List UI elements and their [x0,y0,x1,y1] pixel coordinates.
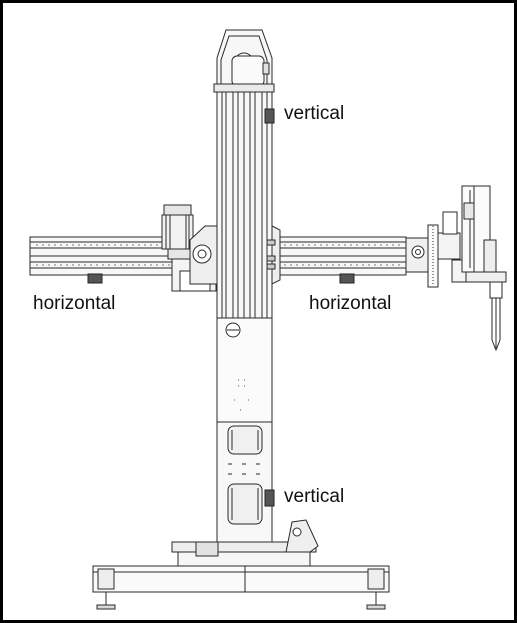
label-vertical-bottom: vertical [284,486,345,507]
label-horizontal-left: horizontal [33,293,116,314]
base-platform [92,519,390,593]
welding-head [405,185,507,352]
horizontal-axis-marker-right [339,273,355,284]
horizontal-axis-marker-left [87,273,103,284]
vertical-axis-marker-top [264,108,275,124]
vertical-axis-marker-bottom [264,489,275,507]
label-horizontal-right: horizontal [309,293,392,314]
arm-right [271,236,407,276]
column-lower-housing [216,317,273,543]
carriage-gearbox [189,225,281,285]
column-top-cap [213,29,275,93]
leveling-feet [96,592,386,610]
label-vertical-top: vertical [284,103,345,124]
column-upper-rail [216,91,273,319]
